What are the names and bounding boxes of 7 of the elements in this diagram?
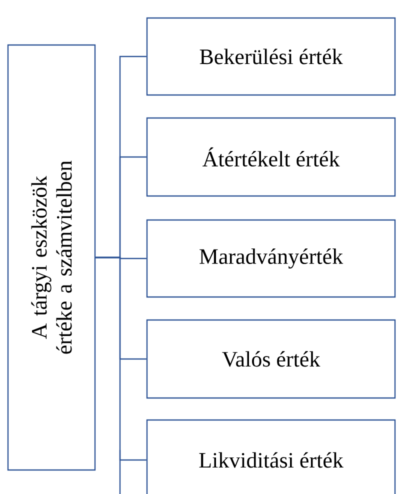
- connector: [96, 256, 146, 461]
- value-box: Bekerülési érték: [146, 17, 396, 96]
- value-box: Maradványérték: [146, 219, 396, 298]
- value-box: Likviditási érték: [146, 419, 396, 494]
- value-box: Átértékelt érték: [146, 117, 396, 197]
- value-box: Valós érték: [146, 319, 396, 399]
- category-box: A tárgyi eszközök értéke a számvitelben: [7, 44, 96, 471]
